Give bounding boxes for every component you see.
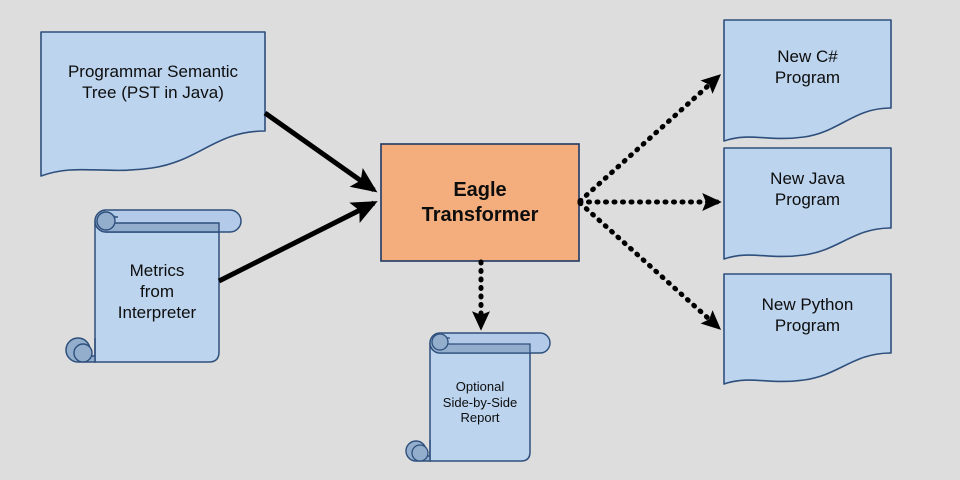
metrics-scroll-body bbox=[94, 222, 220, 363]
node-metrics[interactable] bbox=[65, 209, 242, 363]
edge-pst-to-transformer bbox=[263, 110, 378, 193]
csharp-document-shape bbox=[723, 19, 892, 142]
edge-metrics-to-transformer bbox=[217, 200, 378, 284]
edge-transformer-to-python bbox=[577, 200, 722, 331]
edge-transformer-to-csharp bbox=[577, 73, 722, 204]
transformer-rectangle bbox=[380, 143, 580, 262]
report-scroll-top-curl-circle bbox=[431, 333, 449, 351]
java-document-shape bbox=[723, 147, 892, 260]
node-report[interactable] bbox=[405, 332, 551, 462]
node-csharp[interactable] bbox=[723, 19, 892, 142]
edges-layer bbox=[217, 73, 722, 331]
python-document-shape bbox=[723, 273, 892, 385]
node-transformer[interactable] bbox=[380, 143, 580, 262]
report-scroll-bottom-curl-circle bbox=[411, 444, 429, 462]
node-pst[interactable] bbox=[40, 31, 266, 177]
report-scroll-body bbox=[429, 343, 531, 462]
metrics-scroll-top-curl-circle bbox=[96, 211, 116, 231]
metrics-scroll-bottom-curl-circle bbox=[73, 343, 93, 363]
pst-document-shape bbox=[40, 31, 266, 177]
node-python[interactable] bbox=[723, 273, 892, 385]
node-java[interactable] bbox=[723, 147, 892, 260]
